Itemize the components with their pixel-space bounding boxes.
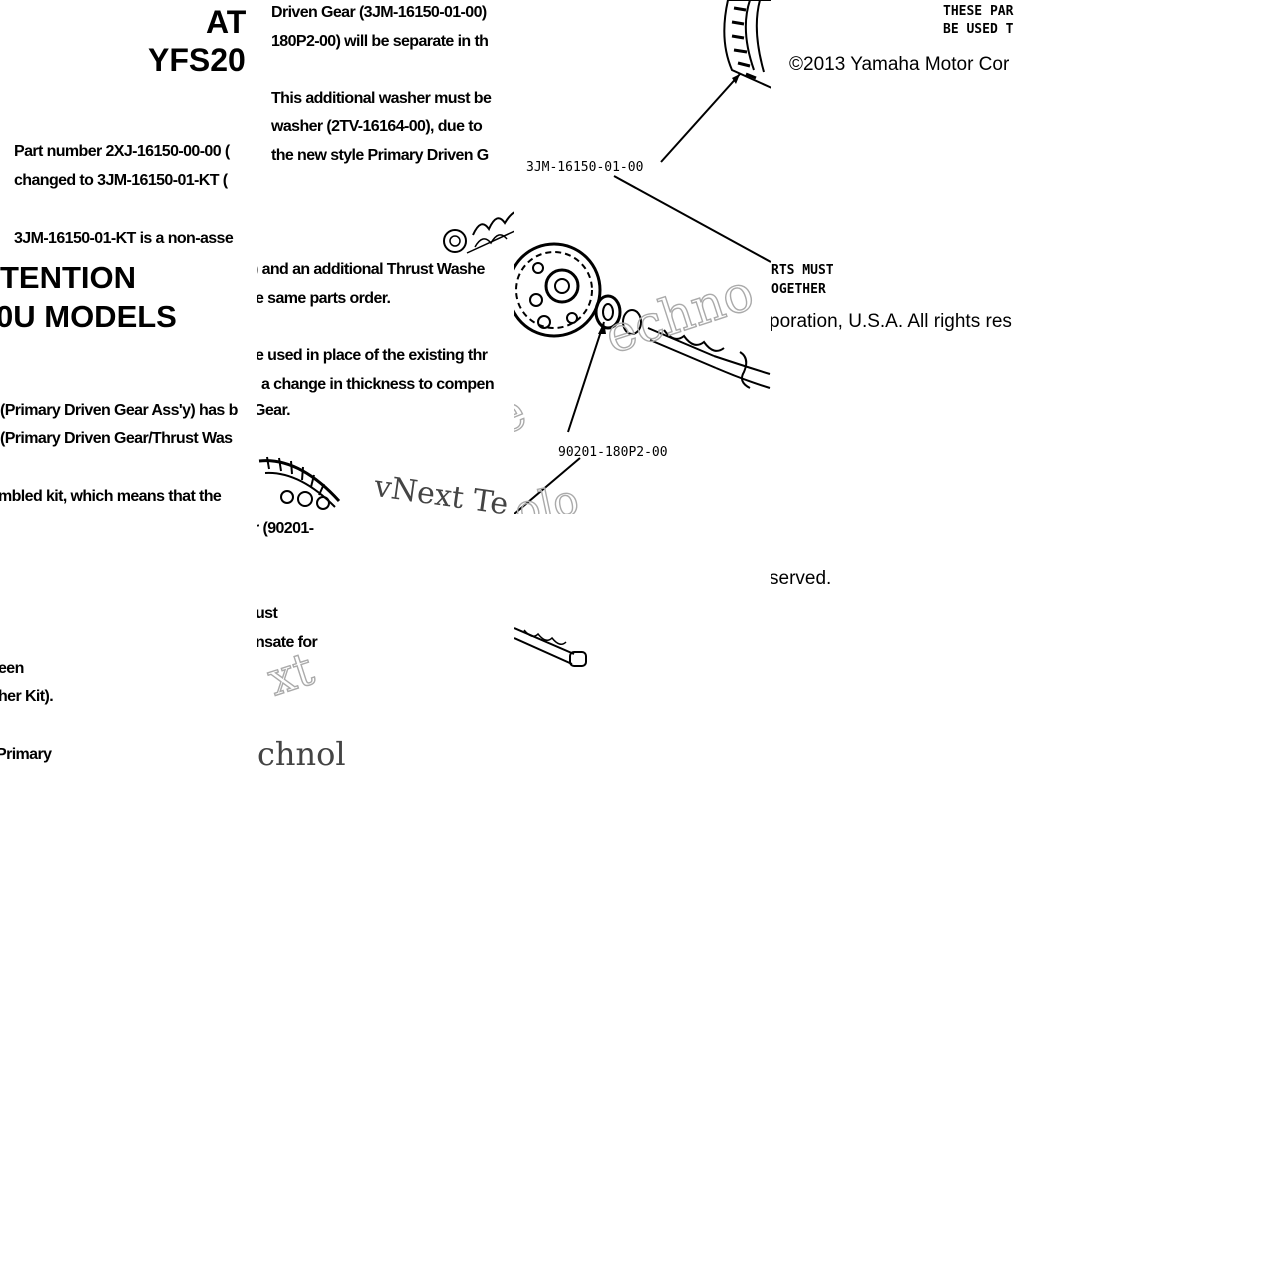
- mid-line-3: This additional washer must be: [271, 90, 492, 107]
- copyright-line-2: poration, U.S.A. All rights res: [771, 311, 1012, 332]
- left-line-7: een: [0, 660, 24, 677]
- spring-shaft-sketch: [443, 211, 514, 254]
- watermark-text-a: vNext Te: [372, 469, 511, 523]
- left-line-4: (Primary Driven Gear Ass'y) has b: [0, 402, 238, 419]
- note-bottom-line-1: RTS MUST: [771, 263, 834, 278]
- copyright-line-1: ©2013 Yamaha Motor Cor: [789, 54, 1010, 75]
- gear-sketch-partial: [258, 456, 341, 510]
- watermark-text-c: chnol: [257, 735, 346, 773]
- note-top-line-1: THESE PAR: [943, 4, 1014, 19]
- tile-right-column: THESE PAR BE USED T ©2013 Yamaha Motor C…: [771, 0, 1028, 600]
- mid-line-2: 180P2-00) will be separate in th: [271, 33, 489, 50]
- mid-lower-line-6: r (90201-: [257, 520, 314, 537]
- tile-middle-lower: ) and an additional Thrust Washe e same …: [257, 257, 514, 780]
- left-line-6: mbled kit, which means that the: [0, 488, 222, 505]
- part-label-washer: 90201-180P2-00: [558, 445, 668, 460]
- note-top-line-2: BE USED T: [943, 22, 1014, 37]
- attention-fragment: TENTION: [0, 260, 137, 295]
- mid-lower-line-7: ust: [257, 605, 278, 622]
- left-line-3: 3JM-16150-01-KT is a non-asse: [14, 230, 234, 247]
- mid-line-4: washer (2TV-16164-00), due to: [271, 118, 483, 135]
- mid-lower-line-5: Gear.: [257, 402, 291, 419]
- models-fragment: 0U MODELS: [0, 299, 177, 334]
- tile-shaft-fragment: [514, 514, 771, 780]
- mid-lower-line-1: ) and an additional Thrust Washe: [257, 261, 485, 278]
- note-bottom-line-2: OGETHER: [771, 282, 826, 297]
- mid-lower-line-8: nsate for: [257, 634, 318, 651]
- model-fragment: YFS20: [148, 42, 246, 78]
- tile-diagram: 3JM-16150-01-00 90201-180P2-00 vNe echno…: [514, 0, 771, 514]
- left-line-9: Primary: [0, 746, 52, 763]
- shaft-sketch: [514, 627, 587, 667]
- tile-middle-top: Driven Gear (3JM-16150-01-00) 180P2-00) …: [257, 0, 514, 257]
- mid-line-5: the new style Primary Driven G: [271, 147, 489, 164]
- part-label-gear: 3JM-16150-01-00: [526, 160, 644, 175]
- left-line-2: changed to 3JM-16150-01-KT (: [14, 172, 228, 189]
- mid-lower-line-3: e used in place of the existing thr: [257, 347, 488, 364]
- title-fragment: AT: [206, 4, 247, 40]
- parts-diagram: [514, 0, 771, 514]
- mid-lower-line-2: e same parts order.: [257, 290, 391, 307]
- gear-top: [723, 0, 771, 89]
- left-line-8: her Kit).: [0, 688, 54, 705]
- gear-assembly: [514, 242, 771, 389]
- tile-left-column: AT YFS20 Part number 2XJ-16150-00-00 ( c…: [0, 0, 257, 780]
- left-line-1: Part number 2XJ-16150-00-00 (: [14, 143, 230, 160]
- mid-line-1: Driven Gear (3JM-16150-01-00): [271, 4, 487, 21]
- mid-lower-line-4: a change in thickness to compen: [261, 376, 495, 393]
- copyright-line-3: served.: [771, 568, 832, 589]
- left-line-5: (Primary Driven Gear/Thrust Was: [0, 430, 233, 447]
